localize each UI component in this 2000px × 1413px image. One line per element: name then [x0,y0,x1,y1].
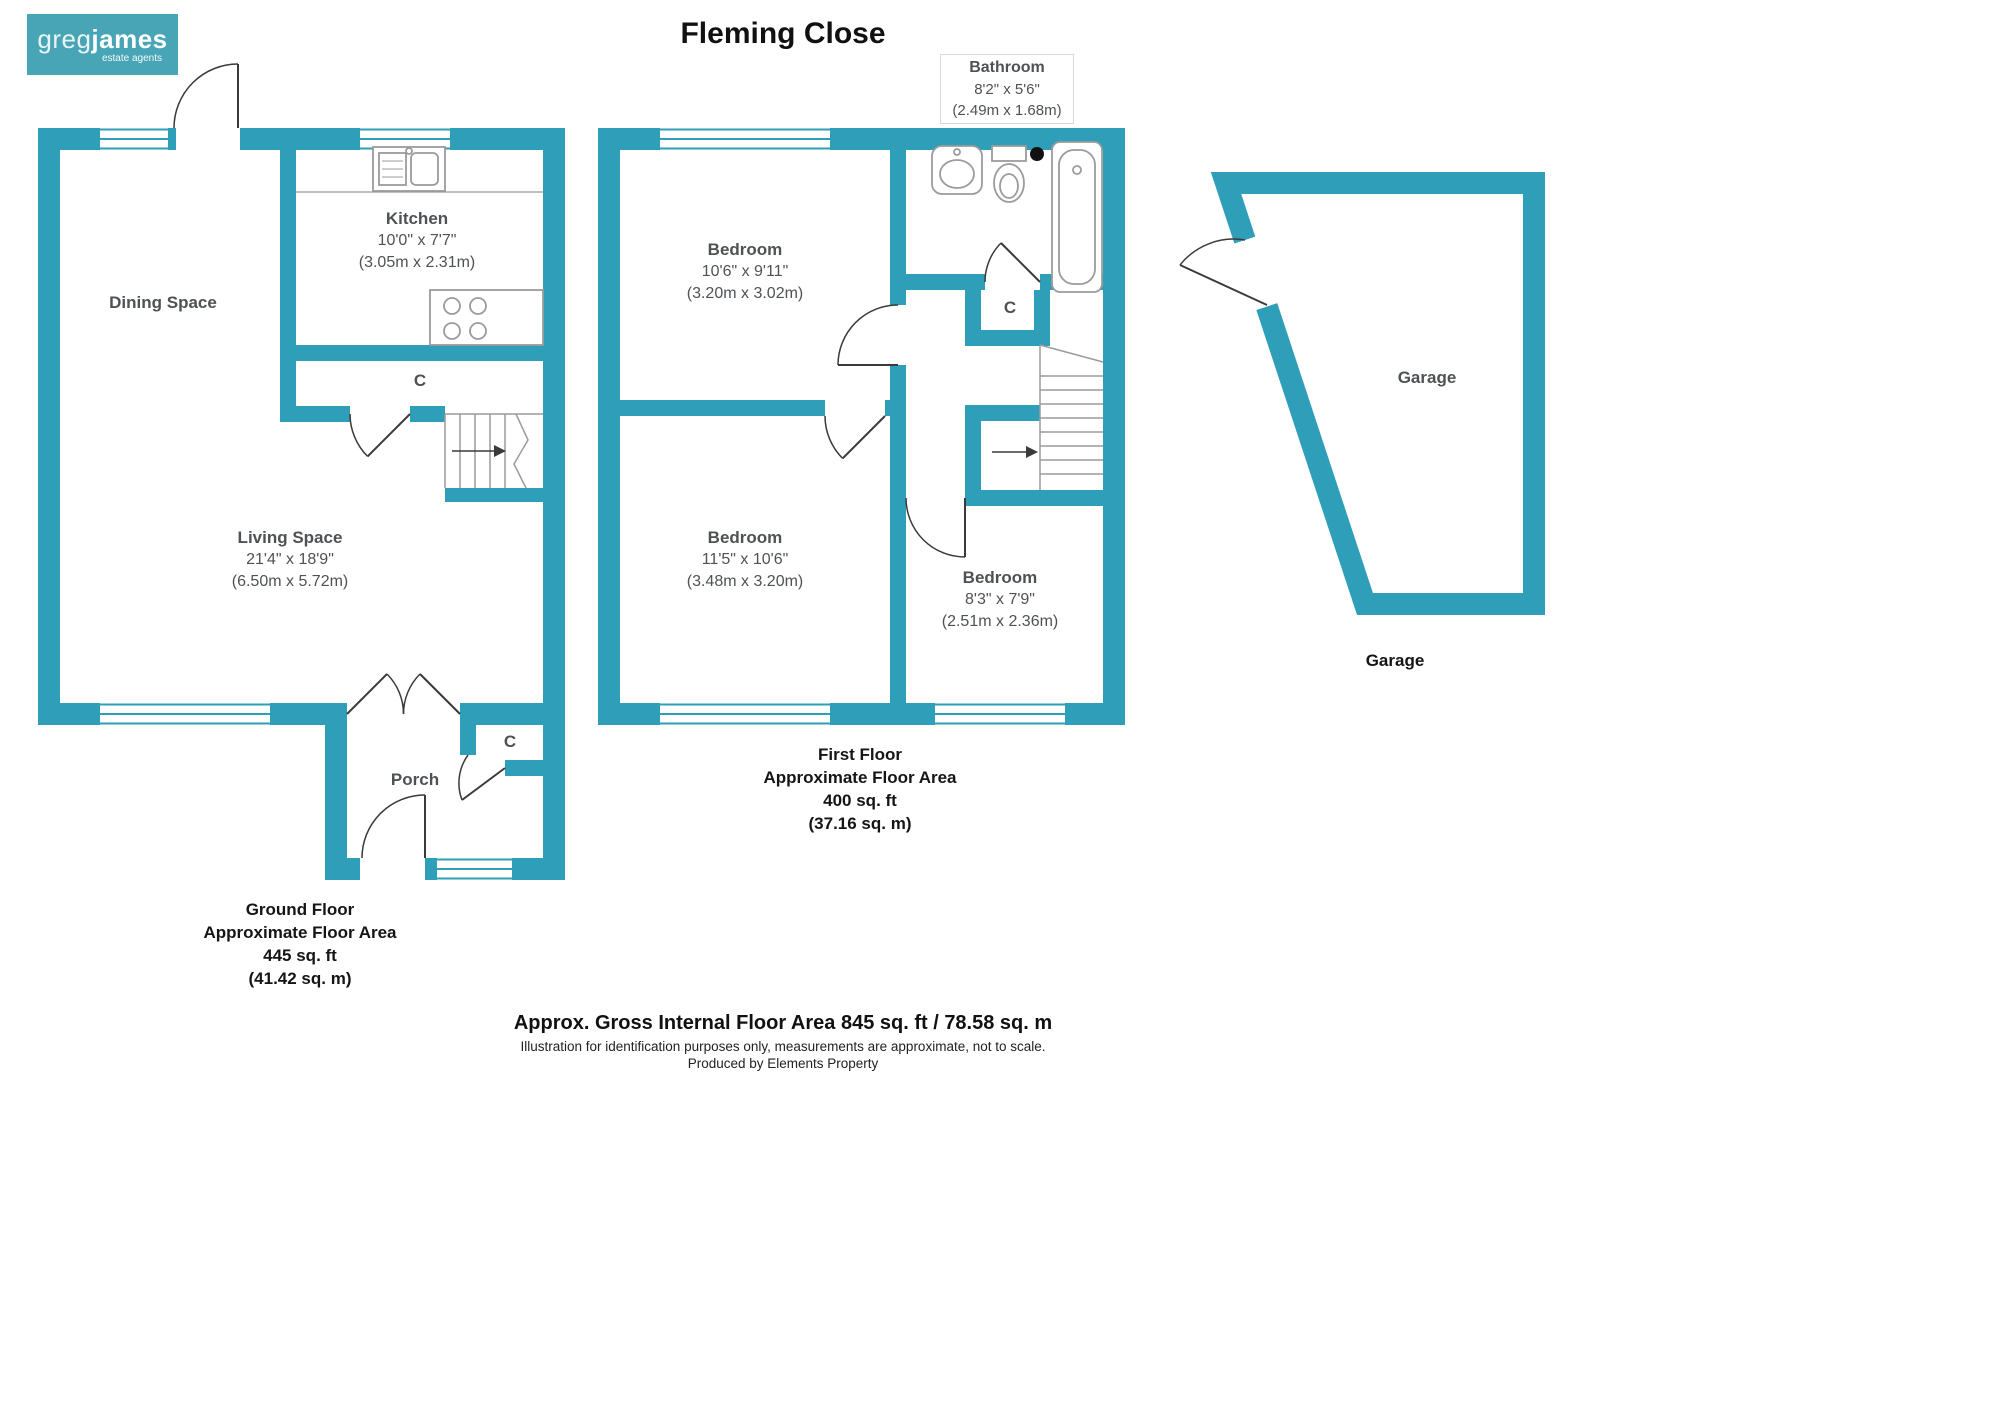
caption-line: 445 sq. ft [263,946,337,965]
gf-walls [38,128,565,880]
caption-line: Approximate Floor Area [763,768,957,787]
caption-line: (41.42 sq. m) [248,969,352,988]
ff-closet-label: C [1004,297,1016,319]
garage-room-label: Garage [1398,367,1457,389]
porch-label: Porch [391,769,439,791]
room-name: C [413,371,427,390]
bathroom-label: Bathroom 8'2" x 5'6" (2.49m x 1.68m) [940,54,1074,124]
room-dims: 10'6" x 9'11" [701,263,789,280]
dining-space-label: Dining Space [109,292,217,314]
garage-door-gap [1232,235,1280,311]
caption-line: 400 sq. ft [823,791,897,810]
room-dims-metric: (3.05m x 2.31m) [358,254,476,271]
caption-line: (37.16 sq. m) [808,814,912,833]
room-name: Living Space [237,528,343,547]
room-dims-metric: (6.50m x 5.72m) [231,573,349,590]
room-dims: 10'0" x 7'7" [377,232,457,249]
toilet-icon [991,145,1027,162]
first-floor-plan [598,128,1125,725]
ff-stairs-arrow-icon [1026,446,1038,458]
caption-line: Ground Floor [245,900,355,919]
room-dims: 8'3" x 7'9" [965,591,1035,608]
agency-logo-name-light: greg [37,23,92,54]
room-dims: 11'5" x 10'6" [701,551,789,568]
ff-walls [598,128,1125,725]
agency-logo-name: gregjames [37,23,168,54]
garage-door [1179,238,1268,306]
room-dims-metric: (3.48m x 3.20m) [686,573,804,590]
bedroom2-label: Bedroom 11'5" x 10'6" (3.48m x 3.20m) [687,527,803,593]
room-name: C [503,732,517,751]
gf-kitchen-fixtures [296,146,544,346]
bathroom-dot-icon [1030,147,1044,161]
room-name: C [1003,298,1017,317]
room-name: Dining Space [109,293,217,312]
room-name: Bedroom [962,568,1038,587]
room-name: Bedroom [707,240,783,259]
room-name: Bathroom [969,59,1045,76]
room-dims: 21'4" x 18'9" [246,551,334,568]
garage-caption: Garage [1365,651,1425,670]
footer-disclaimer: Illustration for identification purposes… [520,1039,1046,1054]
gf-closet-label: C [414,370,426,392]
ff-doors [824,242,1041,558]
ground-floor-caption: Ground Floor Approximate Floor Area 445 … [203,898,396,990]
gf-doors [173,63,506,859]
room-name: Kitchen [385,209,449,228]
room-dims-metric: (2.49m x 1.68m) [952,102,1062,119]
agency-logo-tagline: estate agents [101,52,162,64]
caption-line: First Floor [817,745,903,764]
bedroom1-label: Bedroom 10'6" x 9'11" (3.20m x 3.02m) [687,239,803,305]
room-name: Bedroom [707,528,783,547]
ground-floor-plan [38,63,565,880]
kitchen-label: Kitchen 10'0" x 7'7" (3.05m x 2.31m) [359,208,475,274]
room-name: Porch [390,770,440,789]
bedroom3-label: Bedroom 8'3" x 7'9" (2.51m x 2.36m) [942,567,1058,633]
ff-stairs [992,344,1104,490]
ff-bathroom-fixtures [931,141,1103,293]
caption-line: Approximate Floor Area [203,923,397,942]
garage-walls [1210,172,1545,615]
room-dims-metric: (2.51m x 2.36m) [941,613,1059,630]
porch-closet-label: C [504,731,516,753]
footer-total-area: Approx. Gross Internal Floor Area 845 sq… [513,1012,1053,1034]
agency-logo: gregjames estate agents [27,14,178,75]
footer-producer: Produced by Elements Property [687,1056,879,1071]
living-space-label: Living Space 21'4" x 18'9" (6.50m x 5.72… [232,527,348,593]
garage-plan [1179,172,1545,615]
gf-stairs-arrow-icon [494,445,506,457]
room-dims-metric: (3.20m x 3.02m) [686,285,804,302]
room-dims: 8'2" x 5'6" [974,81,1040,98]
gf-stairs [444,413,543,489]
ff-windows [660,128,1065,725]
gf-windows [100,128,512,880]
agency-logo-name-bold: james [91,23,168,54]
page-title: Fleming Close [680,17,886,50]
room-name: Garage [1397,368,1457,387]
first-floor-caption: First Floor Approximate Floor Area 400 s… [763,743,956,835]
